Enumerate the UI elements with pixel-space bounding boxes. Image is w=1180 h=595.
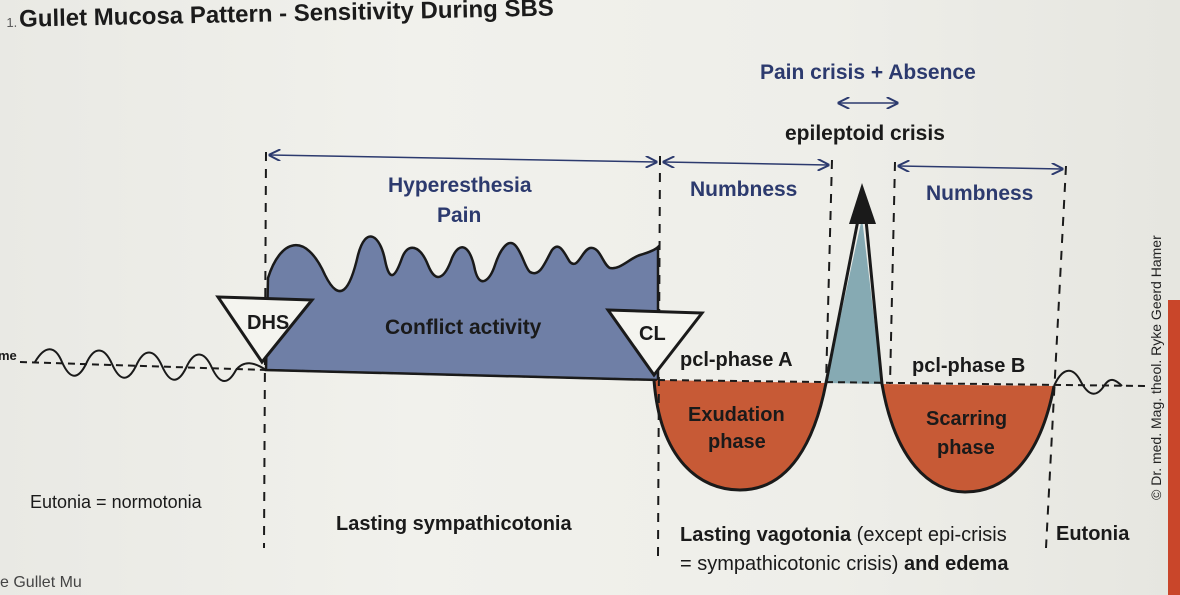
- eutonia-label: Eutonia: [1056, 523, 1130, 545]
- divider-dhs: [263, 151, 267, 549]
- pcl-a-label: pcl-phase A: [680, 349, 793, 371]
- footer-fragment: e Gullet Mu: [0, 574, 82, 591]
- baseline-right: [657, 379, 1146, 387]
- sympathicotonia-label: Lasting sympathicotonia: [336, 513, 572, 535]
- vagotonia-bold: Lasting vagotonia: [680, 524, 852, 546]
- exudation-label-2: phase: [708, 431, 766, 453]
- pain-crisis-label: Pain crisis + Absence: [760, 61, 976, 84]
- dhs-marker: [215, 295, 316, 365]
- divider-end: [1045, 165, 1067, 549]
- normotonia-wave-left: [34, 348, 267, 382]
- conflict-activity-label: Conflict activity: [385, 316, 542, 339]
- left-cut-label: me: [0, 348, 17, 363]
- scarring-label-2: phase: [937, 437, 995, 459]
- hyperesthesia-label: Hyperesthesia: [388, 174, 532, 197]
- dhs-label: DHS: [247, 312, 289, 334]
- healing-curve: [652, 219, 1056, 494]
- divider-crisis-right: [889, 161, 896, 385]
- pain-label: Pain: [437, 204, 481, 227]
- baseline-left: [19, 361, 267, 371]
- pcl-b-label: pcl-phase B: [912, 355, 1025, 377]
- crisis-arrow-head: [849, 183, 876, 224]
- range-arrow-numbness-b: [899, 166, 1062, 169]
- cl-marker: [605, 308, 705, 378]
- copyright-text: © Dr. med. Mag. theol. Ryke Geerd Hamer: [1148, 235, 1164, 500]
- numbness-b-label: Numbness: [926, 182, 1033, 205]
- vagotonia-label-line2: = sympathicotonic crisis) and edema: [680, 553, 1009, 575]
- normotonia-wave-right: [1053, 370, 1123, 395]
- range-arrow-conflict: [270, 155, 656, 162]
- scarring-label-1: Scarring: [926, 408, 1007, 430]
- baseline: [265, 369, 659, 381]
- vagotonia-label-line1: Lasting vagotonia (except epi-crisis: [680, 524, 1007, 546]
- numbness-a-label: Numbness: [690, 178, 797, 201]
- range-arrow-numbness-a: [664, 162, 828, 165]
- vagotonia-line2-pre: = sympathicotonic crisis): [680, 553, 904, 575]
- eutonia-normotonia-label: Eutonia = normotonia: [30, 492, 203, 512]
- epileptoid-crisis-label: epileptoid crisis: [785, 122, 945, 145]
- exudation-phase-area: [654, 380, 826, 490]
- divider-crisis-left: [825, 159, 833, 385]
- vagotonia-rest: (except epi-crisis: [851, 524, 1007, 546]
- exudation-label-1: Exudation: [688, 404, 785, 426]
- red-page-edge: [1168, 300, 1180, 595]
- cl-label: CL: [639, 323, 666, 345]
- vagotonia-line2-bold: and edema: [904, 553, 1009, 575]
- scarring-phase-area: [882, 384, 1054, 492]
- conflict-activity-area: [264, 235, 660, 382]
- epileptoid-crisis-spike: [826, 218, 882, 384]
